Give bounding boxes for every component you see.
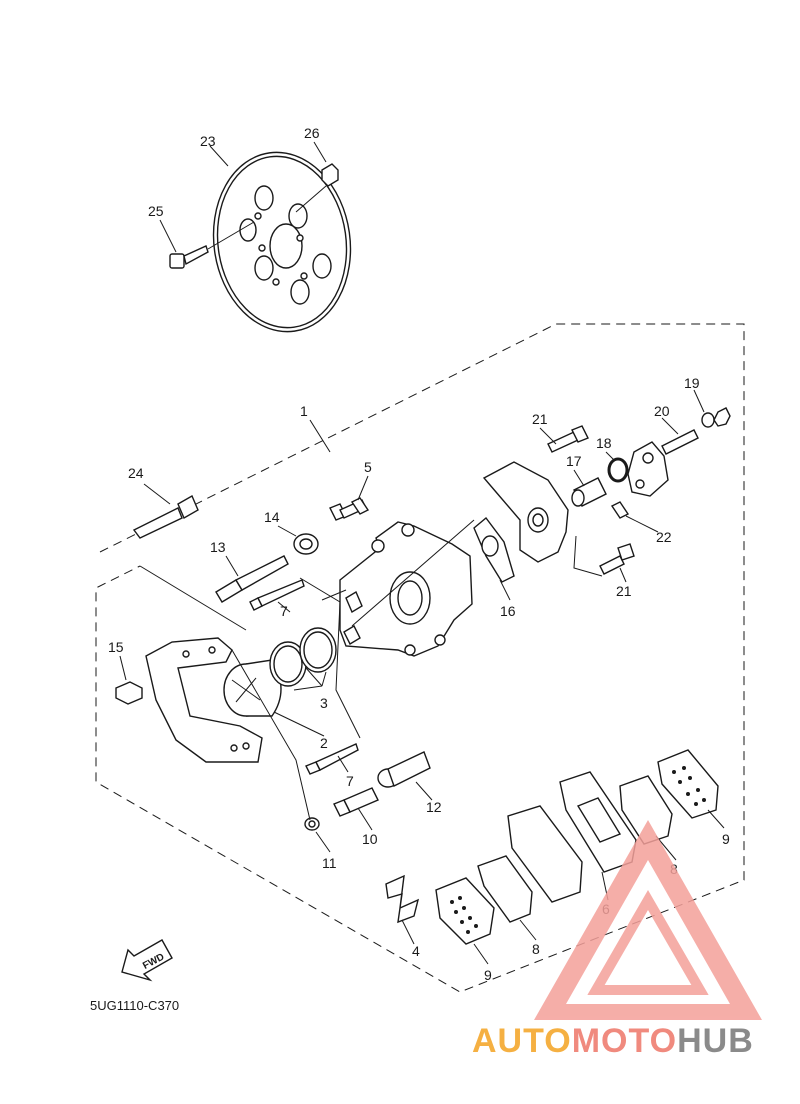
bracket-bolt[interactable] [115,681,143,705]
watermark-part-moto: MOTO [571,1022,678,1060]
assembly-outline [95,323,745,993]
adjust-bolt[interactable] [661,429,699,455]
callout-26: 26 [304,125,320,141]
callout-11: 11 [322,855,337,871]
brake-pad-plate-lower[interactable] [477,855,533,923]
brake-pad-plate-upper[interactable] [619,775,673,845]
callout-16: 16 [500,603,516,619]
pad-pin-lower[interactable] [305,743,359,775]
callout-12: 12 [426,799,442,815]
sleeve[interactable] [377,751,431,788]
callout-3: 3 [320,695,328,711]
caliper-bracket[interactable] [145,637,263,763]
caliper-mounting-bolt[interactable] [132,495,199,539]
callout-9-lower: 9 [484,967,492,983]
callout-13: 13 [210,539,226,555]
piston-seal-set[interactable] [269,627,337,687]
retaining-ring[interactable] [304,817,320,831]
callout-4: 4 [412,943,420,959]
callout-numbers: 23 26 25 1 5 24 14 13 7 15 3 2 7 12 10 1… [108,125,730,983]
forward-direction-arrow: FWD [121,939,173,982]
watermark-logo [534,820,762,1020]
brake-pad-shim-upper[interactable] [657,749,719,819]
brake-disc[interactable] [202,143,362,340]
o-ring[interactable] [607,457,629,483]
leader-lines [119,141,725,965]
support-bolt-upper[interactable] [547,425,589,453]
callout-9-upper: 9 [722,831,730,847]
support-bolt-lower[interactable] [599,543,635,575]
callout-22: 22 [656,529,672,545]
watermark-part-auto: AUTO [472,1022,572,1060]
boot[interactable] [293,533,319,555]
callout-7-lower: 7 [346,773,354,789]
caliper-body[interactable] [339,521,473,657]
callout-19: 19 [684,375,700,391]
callout-25: 25 [148,203,164,219]
caliper-piston-small[interactable] [571,477,607,507]
callout-10: 10 [362,831,378,847]
adjust-nut-washer[interactable] [701,407,731,428]
pad-pin-upper[interactable] [249,579,305,611]
callout-23: 23 [200,133,216,149]
watermark-part-hub: HUB [677,1022,754,1060]
callout-21-lower: 21 [616,583,632,599]
brake-pad-shim-lower[interactable] [435,877,495,945]
brake-pad-lower[interactable] [507,805,583,903]
disc-nut[interactable] [295,163,339,213]
callout-21-upper: 21 [532,411,548,427]
callout-8-lower: 8 [532,941,540,957]
pad-spring[interactable] [385,874,420,924]
caliper-support[interactable] [482,461,569,563]
callout-15: 15 [108,639,124,655]
return-spring[interactable] [610,501,630,519]
piston[interactable] [223,659,282,717]
watermark-text: AUTOMOTOHUB [472,1022,754,1061]
bushing[interactable] [333,787,379,817]
callout-7-upper: 7 [280,603,288,619]
callout-2: 2 [320,735,328,751]
caliper-gasket[interactable] [473,516,515,583]
callout-18: 18 [596,435,612,451]
callout-24: 24 [128,465,144,481]
callout-17: 17 [566,453,582,469]
callout-1: 1 [300,403,308,419]
callout-5: 5 [364,459,372,475]
diagram-code: 5UG1110-C370 [90,998,179,1013]
bleed-screw[interactable] [329,497,370,521]
caliper-pin[interactable] [215,555,289,603]
callout-20: 20 [654,403,670,419]
disc-bolt[interactable] [169,221,255,269]
lever-plate[interactable] [627,441,669,497]
callout-14: 14 [264,509,280,525]
